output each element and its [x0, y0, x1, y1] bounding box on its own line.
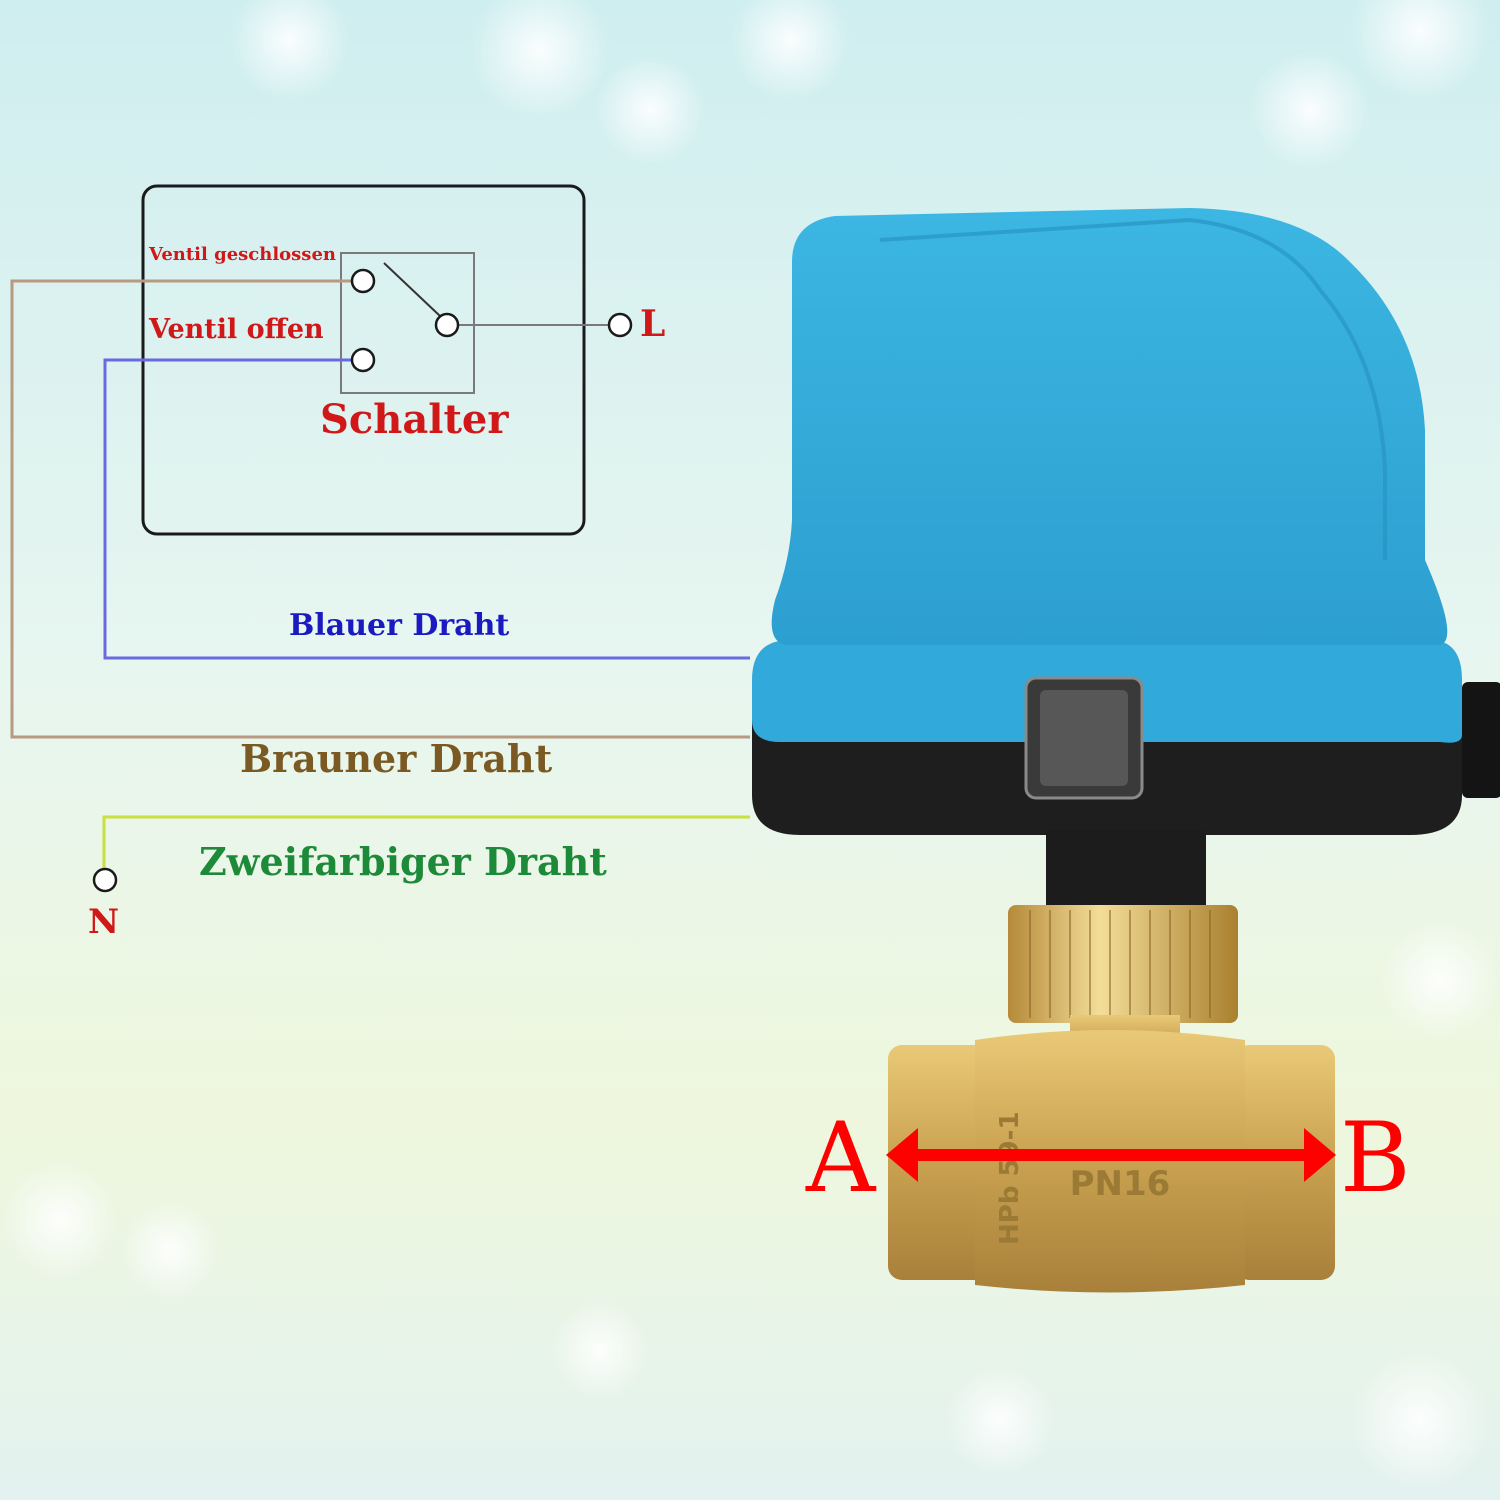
live-label: L [640, 303, 666, 345]
blue-wire-label: Blauer Draht [289, 608, 510, 643]
switch-label: Schalter [320, 396, 509, 443]
flow-arrow [886, 1128, 1336, 1182]
cable-gland [1462, 682, 1500, 798]
two-color-wire-label: Zweifarbiger Draht [199, 839, 607, 884]
live-terminal [607, 312, 633, 338]
valve-material-text: HPb 59-1 [995, 1111, 1025, 1245]
port-b-label: B [1340, 1102, 1411, 1214]
brown-wire [10, 279, 750, 739]
valve-end-b [1235, 1045, 1335, 1280]
common-terminal [434, 312, 460, 338]
valve-open-label: Ventil offen [149, 314, 324, 345]
blue-wire [103, 358, 750, 660]
valve-actuator [752, 208, 1500, 925]
neutral-terminal [92, 867, 118, 893]
two-color-wire [102, 815, 750, 868]
open-terminal [350, 347, 376, 373]
valve-end-a [888, 1045, 988, 1280]
flow-arrow-head-left [886, 1128, 918, 1182]
neutral-label: N [88, 902, 120, 942]
closed-terminal [350, 268, 376, 294]
valve-rating-text: PN16 [1070, 1164, 1171, 1204]
flow-arrow-head-right [1304, 1128, 1336, 1182]
coupling-nut [1008, 905, 1238, 1023]
switch-box [340, 252, 475, 394]
switch-lever [383, 262, 441, 317]
port-a-label: A [806, 1102, 876, 1214]
valve-closed-label: Ventil geschlossen [149, 244, 336, 265]
actuator-cover [771, 208, 1448, 645]
valve-body [975, 1030, 1245, 1293]
nut-knurling [1029, 910, 1211, 1018]
ball-valve: PN16 HPb 59-1 [888, 905, 1335, 1293]
brown-wire-label: Brauner Draht [240, 736, 553, 781]
